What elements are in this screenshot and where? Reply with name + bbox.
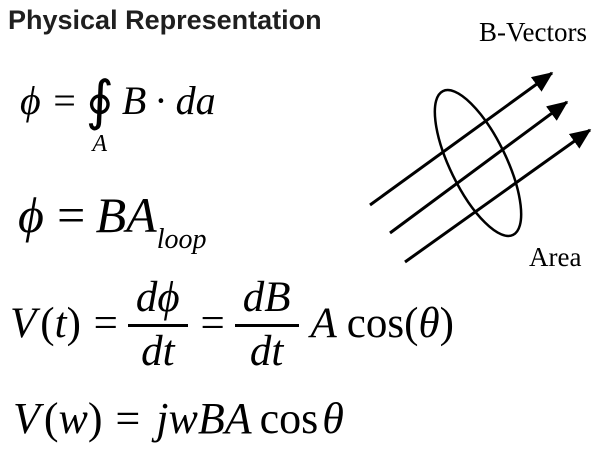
jwba-term: jwBA: [156, 394, 252, 443]
left-paren: (: [43, 394, 59, 443]
time-symbol: t: [54, 300, 67, 347]
equation-flux-integral: ϕ = ∮ A B · da: [20, 69, 216, 157]
dot-operator: ·: [154, 78, 168, 123]
b-vector-arrow-1: [369, 71, 554, 207]
b-vectors-label: B-Vectors: [479, 17, 587, 47]
equals-sign: =: [53, 187, 88, 243]
equals-sign: =: [112, 394, 143, 443]
right-paren: ): [439, 300, 454, 347]
voltage-symbol: V: [13, 394, 40, 443]
flux-derivative-fraction: dϕ dt: [127, 274, 188, 375]
fraction-denominator: dt: [141, 328, 175, 375]
theta-symbol: θ: [322, 394, 344, 443]
cosine-function: cos: [259, 394, 319, 443]
area-ellipse: [433, 88, 523, 238]
contour-integral-icon: ∮: [85, 69, 114, 132]
right-paren: ): [66, 300, 81, 347]
equation-flux-simple: ϕ=BAloop: [18, 190, 207, 254]
left-paren: (: [40, 300, 55, 347]
integral-subscript: A: [92, 131, 108, 157]
theta-symbol: θ: [418, 300, 440, 347]
phi-symbol: ϕ: [18, 187, 44, 243]
equals-sign: =: [197, 300, 227, 347]
fraction-numerator: dB: [234, 274, 299, 327]
contour-integral: ∮ A: [85, 69, 114, 157]
voltage-symbol: V: [10, 300, 37, 347]
right-paren: ): [87, 394, 103, 443]
loop-subscript: loop: [156, 224, 207, 255]
page-title: Physical Representation: [8, 5, 322, 35]
fraction-denominator: dt: [249, 328, 284, 375]
equation-voltage-time: V ( t ) = dϕ dt = dB dt A cos ( θ ): [10, 274, 454, 373]
frequency-symbol: w: [58, 394, 88, 443]
ba-term: BA: [95, 187, 157, 243]
field-derivative-fraction: dB dt: [234, 274, 299, 375]
b-field-symbol: B: [121, 78, 147, 123]
area-differential: da: [175, 78, 216, 123]
cosine-function: cos: [346, 300, 405, 347]
flux-diagram: [369, 71, 592, 264]
equals-sign: =: [50, 78, 78, 123]
area-symbol: A: [310, 300, 337, 347]
fraction-numerator: dϕ: [127, 274, 188, 327]
area-label: Area: [529, 242, 582, 272]
left-paren: (: [404, 300, 419, 347]
b-vector-arrow-2: [389, 100, 569, 235]
equals-sign: =: [90, 300, 120, 347]
b-vector-arrow-3: [404, 128, 592, 264]
phi-symbol: ϕ: [20, 78, 41, 123]
